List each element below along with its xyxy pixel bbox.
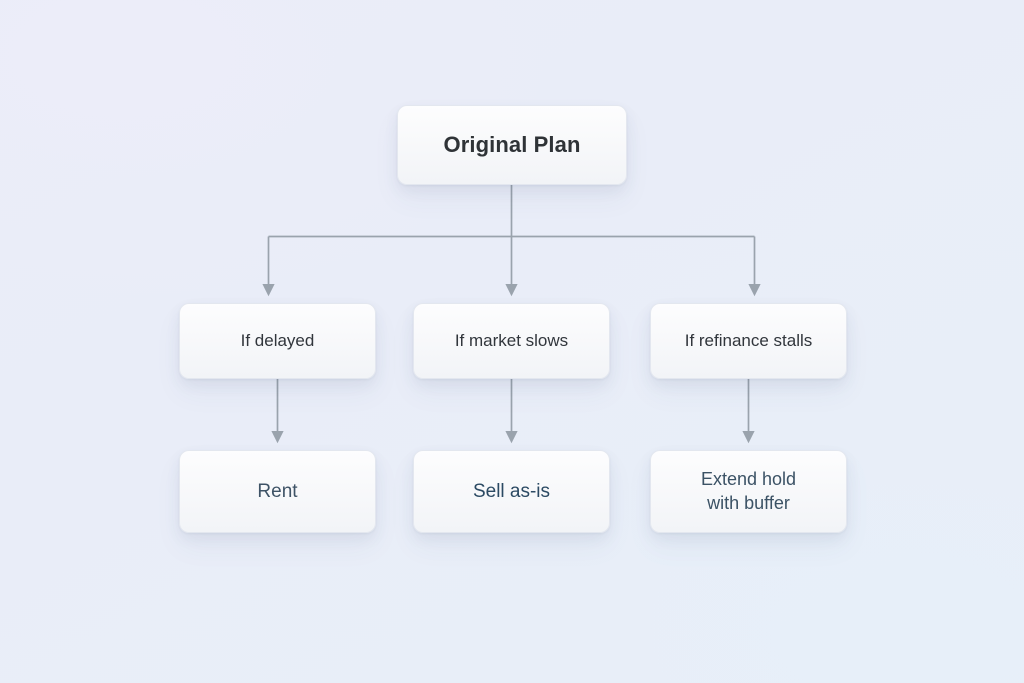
node-original-plan-label: Original Plan xyxy=(443,132,581,157)
node-extend-hold-with-buffer-label: Extend hold with buffer xyxy=(700,468,797,513)
node-extend-hold-with-buffer[interactable]: Extend hold with buffer xyxy=(650,450,847,533)
node-if-market-slows[interactable]: If market slows xyxy=(413,303,610,379)
node-original-plan[interactable]: Original Plan xyxy=(397,105,627,185)
node-rent-label: Rent xyxy=(257,480,298,502)
node-if-refinance-stalls[interactable]: If refinance stalls xyxy=(650,303,847,379)
node-sell-as-is-label: Sell as-is xyxy=(472,480,551,502)
node-rent[interactable]: Rent xyxy=(179,450,376,533)
node-if-refinance-stalls-label: If refinance stalls xyxy=(684,331,813,350)
node-if-delayed-label: If delayed xyxy=(240,331,315,350)
node-if-market-slows-label: If market slows xyxy=(454,331,569,350)
node-if-delayed[interactable]: If delayed xyxy=(179,303,376,379)
node-sell-as-is[interactable]: Sell as-is xyxy=(413,450,610,533)
